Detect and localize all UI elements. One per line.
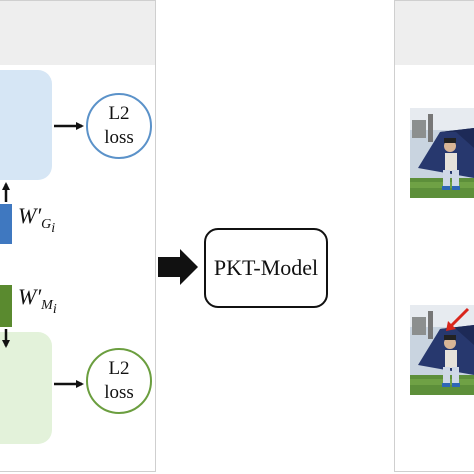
l2-loss-top: L2 loss [86,93,152,159]
weight-g-bar [0,204,12,244]
big-arrow-to-model [158,249,198,285]
weight-m-label: W′Mi [18,284,57,318]
person-photo-top [410,108,474,198]
l2-loss-bottom: L2 loss [86,348,152,414]
weight-g-label: W′Gi [18,203,56,237]
blue-network-block [0,70,52,180]
weight-m-bar [0,285,12,327]
red-annotation-arrow [448,307,470,329]
person-photo-bottom [410,305,474,395]
right-panel-header [395,1,474,65]
pkt-model-box: PKT-Model [204,228,328,308]
left-panel-header [0,1,155,65]
green-network-block [0,332,52,444]
